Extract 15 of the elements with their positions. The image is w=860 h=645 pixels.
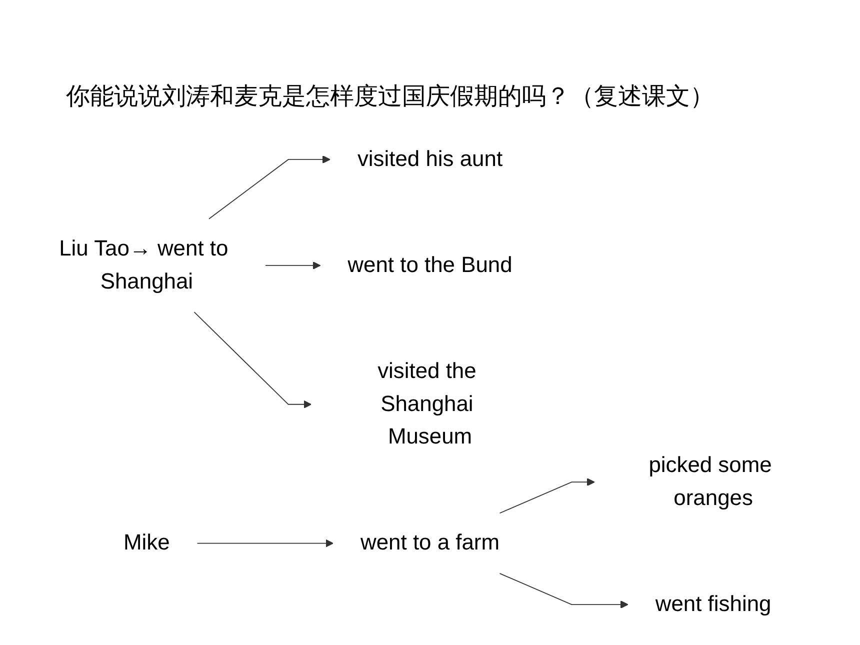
node-text: Mike <box>124 530 170 556</box>
node-text: visited the Shanghai Museum <box>378 358 476 450</box>
title: 你能说说刘涛和麦克是怎样度过国庆假期的吗？（复述课文） <box>66 81 715 112</box>
arrow <box>265 261 321 270</box>
node-text: went to the Bund <box>348 252 512 278</box>
node-text: visited his aunt <box>357 146 503 172</box>
arrow <box>499 478 595 514</box>
node-text: went to a farm <box>360 530 500 556</box>
arrow <box>208 155 330 220</box>
node-text: went fishing <box>655 592 772 616</box>
arrow <box>499 573 628 609</box>
node-text: picked some oranges <box>648 452 772 510</box>
node-text: Liu Tao→ went to Shanghai <box>59 236 228 294</box>
arrow <box>194 312 312 408</box>
arrow <box>196 539 334 548</box>
